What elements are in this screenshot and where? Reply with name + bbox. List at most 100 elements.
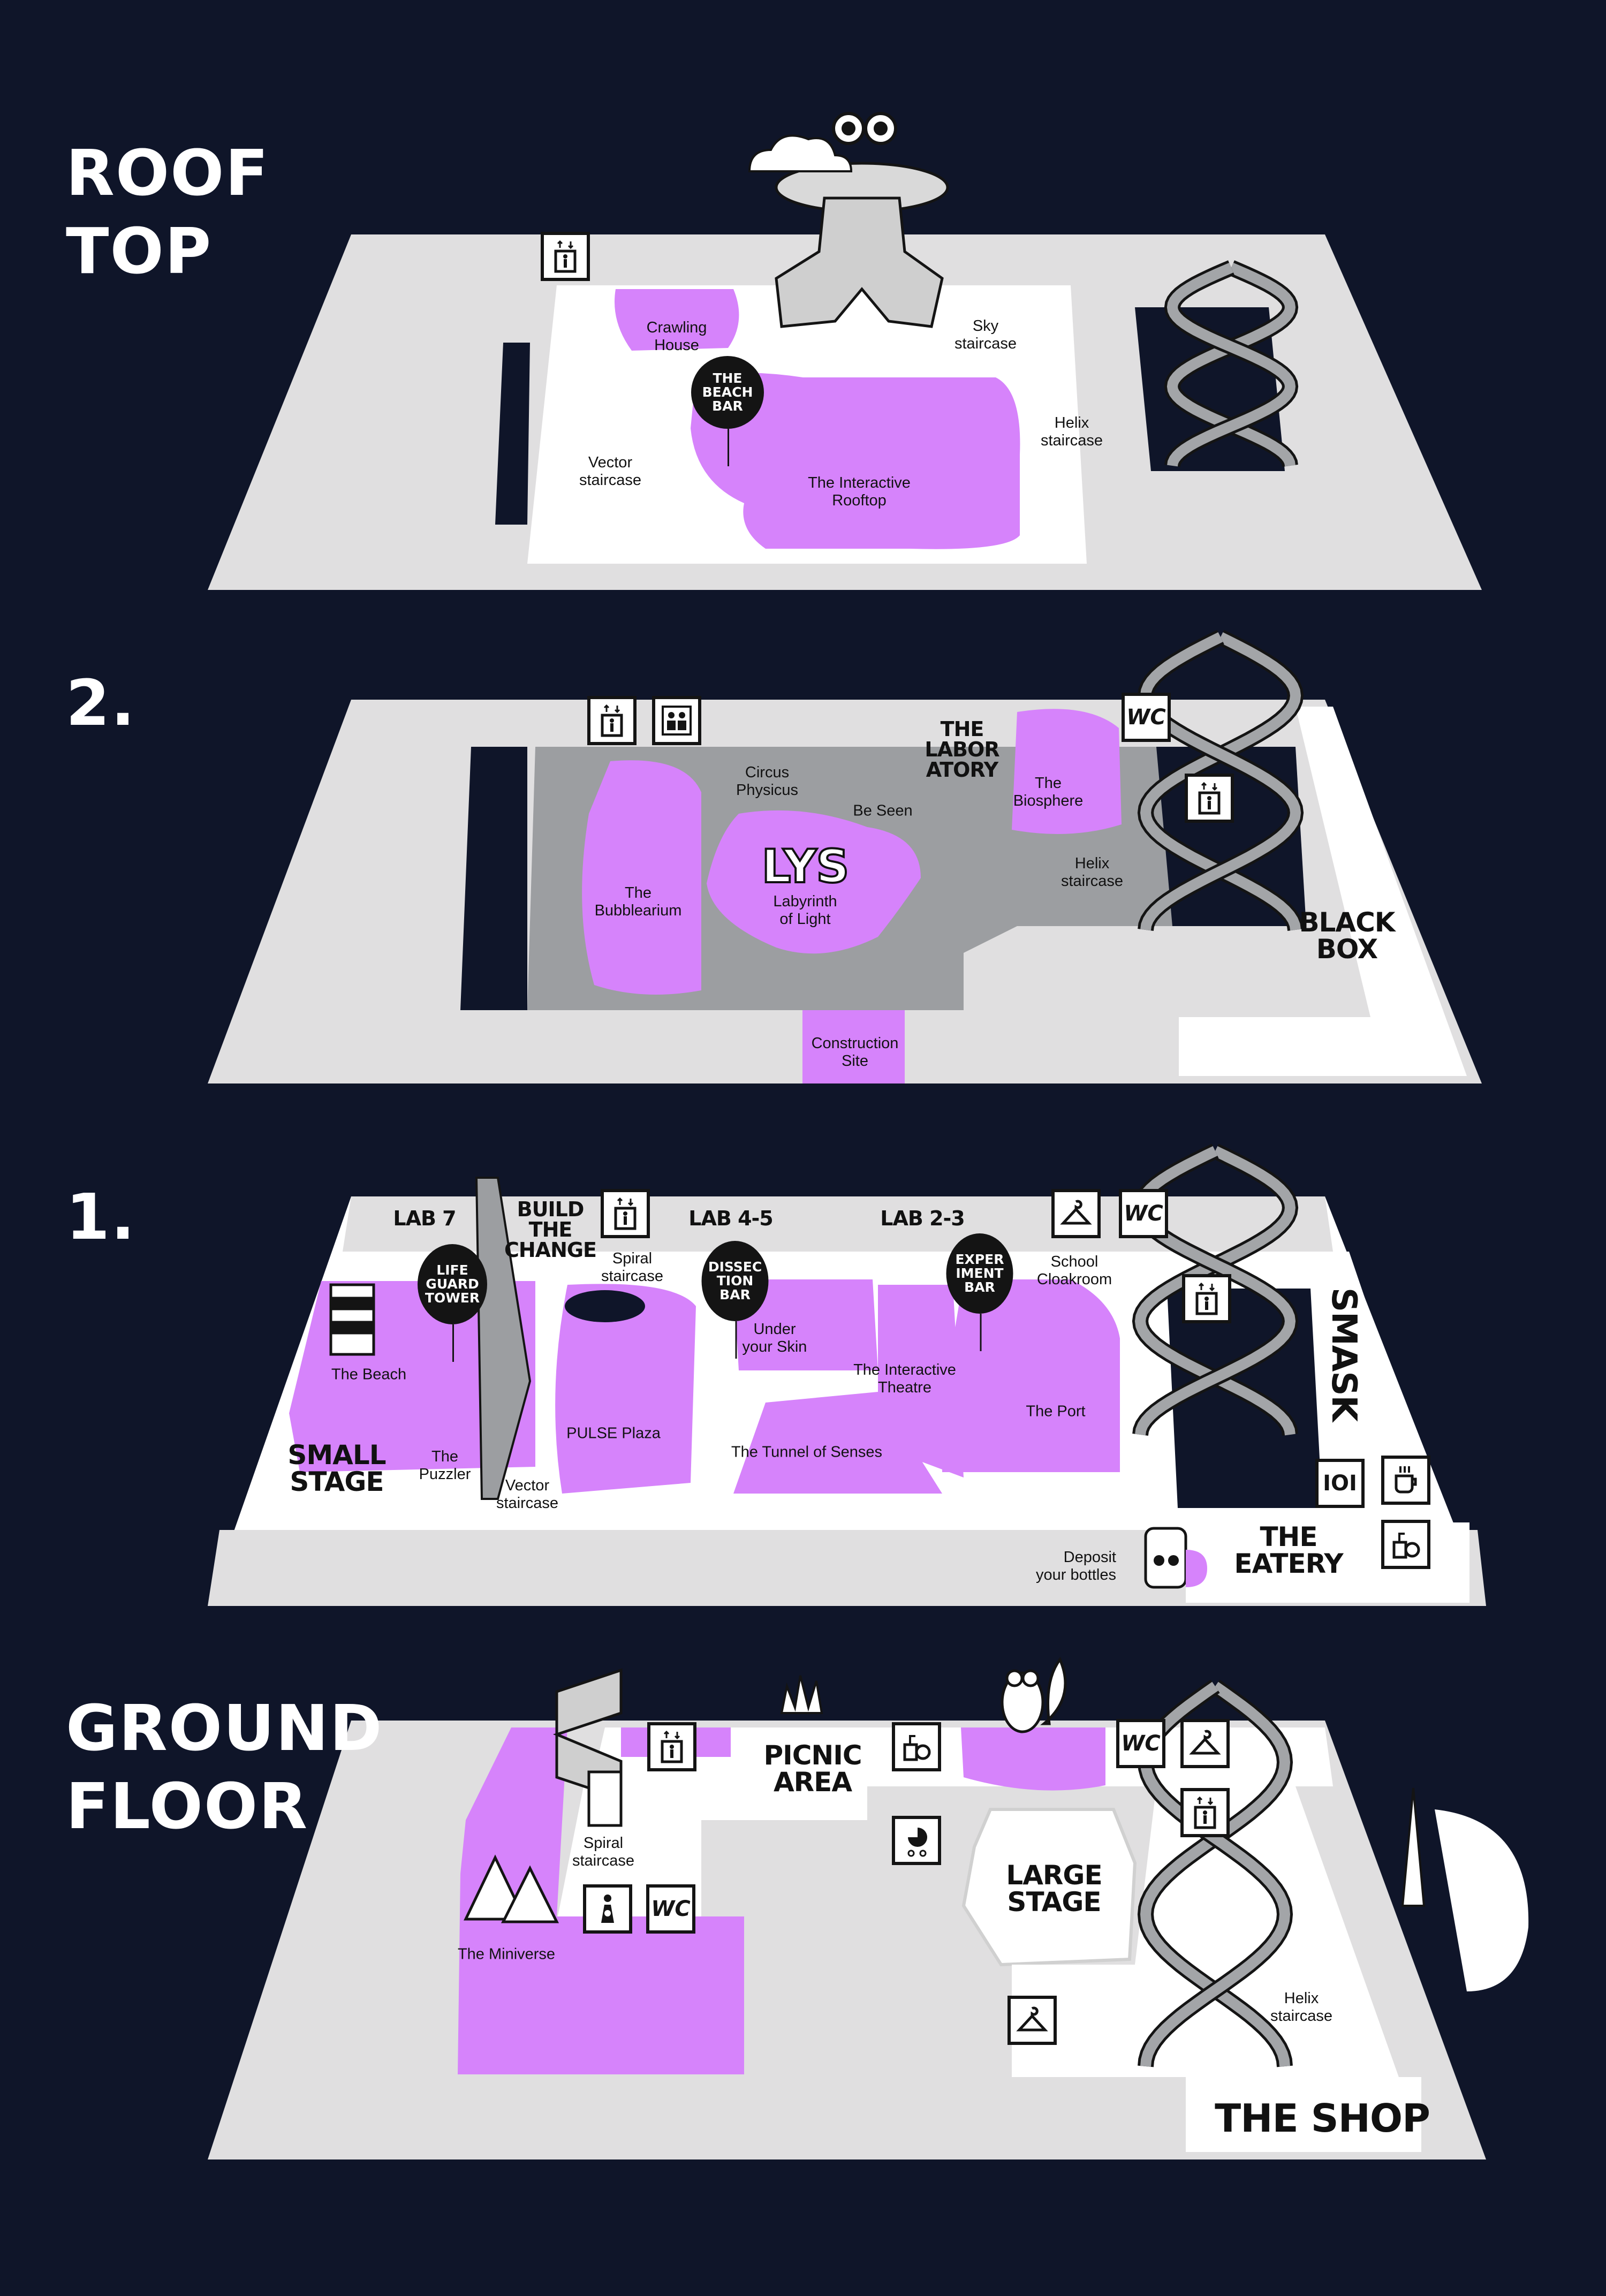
crawling-house-zone: [615, 289, 739, 351]
large-stage-area: [961, 1808, 1137, 1967]
the-beach-label[interactable]: The Beach: [331, 1366, 407, 1383]
the-puzzler-label[interactable]: The Puzzler: [419, 1448, 471, 1483]
helix-staircase-label: Helix staircase: [1270, 1990, 1333, 2025]
recycling-bin-icon[interactable]: [892, 1722, 941, 1771]
floor-ground: [208, 1657, 1529, 2159]
wc-icon[interactable]: WC: [1122, 693, 1171, 742]
pulse-plaza-label[interactable]: PULSE Plaza: [566, 1424, 661, 1442]
helix-staircase-ramp: [1134, 1146, 1296, 1436]
shop-spire-icon: [1401, 1787, 1426, 1907]
elevator-icon[interactable]: [541, 232, 590, 281]
sky-staircase-icon: [775, 196, 944, 328]
spiral-staircase-ground: [552, 1668, 623, 1827]
labyrinth-label[interactable]: Labyrinth of Light: [773, 893, 837, 928]
floor-roof: [208, 112, 1482, 590]
miniverse-label[interactable]: The Miniverse: [457, 1945, 556, 1963]
helix-staircase-ramp: [1140, 632, 1301, 931]
ground-title: GROUND FLOOR: [66, 1691, 383, 1843]
vector-staircase-label: Vector staircase: [496, 1477, 559, 1512]
elevator-icon[interactable]: [1182, 1274, 1231, 1323]
helix-staircases: [1132, 260, 1304, 2067]
roof-title: ROOF TOP: [66, 136, 270, 288]
elevator-icon[interactable]: [587, 696, 637, 745]
lab23-label[interactable]: LAB 2-3: [880, 1207, 965, 1230]
interactive-rooftop-label[interactable]: The Interactive Rooftop: [808, 474, 911, 509]
floor1-smask-strip: [1310, 1252, 1419, 1456]
bottle-can-icon: [1144, 1527, 1187, 1589]
laboratory-label: THE LABOR ATORY: [925, 717, 999, 782]
the-shop-band: [1186, 2077, 1421, 2152]
the-port-label[interactable]: The Port: [1026, 1403, 1086, 1420]
floor2-white-corner: [964, 926, 1179, 1010]
crawling-house-label[interactable]: Crawling House: [646, 319, 707, 354]
mountain-icon: [464, 1854, 559, 1923]
tunnel-of-senses-label[interactable]: The Tunnel of Senses: [731, 1443, 883, 1461]
elevator-icon[interactable]: [1185, 774, 1234, 823]
cloakroom-hanger-icon[interactable]: [1180, 1719, 1230, 1768]
experiment-bar-badge[interactable]: EXPER IMENT BAR: [946, 1233, 1013, 1351]
biosphere-zone: [1012, 709, 1122, 834]
coffee-cup-icon[interactable]: [1381, 1456, 1430, 1505]
cloud-icon: [748, 134, 853, 172]
black-box-area: [1179, 707, 1467, 1076]
elevator-icon[interactable]: [601, 1189, 650, 1238]
picnic-area-label[interactable]: PICNIC AREA: [763, 1740, 862, 1798]
recycling-bin-icon[interactable]: [1381, 1520, 1430, 1569]
be-seen-label[interactable]: Be Seen: [853, 802, 913, 820]
binoculars-icon: [832, 112, 897, 145]
biosphere-label[interactable]: The Biosphere: [1013, 775, 1084, 809]
deposit-bottles-label: Deposit your bottles: [1036, 1549, 1116, 1583]
deposit-zone: [1186, 1550, 1207, 1587]
helix-staircase-ramp: [1166, 262, 1296, 467]
black-box-label[interactable]: BLACK BOX: [1299, 907, 1395, 965]
cloakroom-hanger-icon[interactable]: [1007, 1996, 1057, 2045]
under-your-skin-label[interactable]: Under your Skin: [742, 1321, 807, 1355]
build-the-change-label[interactable]: BUILD THE CHANGE: [504, 1198, 597, 1262]
floor2-left-void: [460, 747, 527, 1010]
lifeguard-tower-badge[interactable]: LIFE GUARD TOWER: [418, 1244, 487, 1362]
group-room-icon[interactable]: [652, 696, 701, 745]
floor2-title: 2.: [66, 666, 136, 740]
floor1-title: 1.: [66, 1180, 136, 1254]
the-shop-label[interactable]: THE SHOP: [1215, 2096, 1430, 2141]
cloakroom-hanger-icon[interactable]: [1051, 1189, 1101, 1238]
wc-icon[interactable]: WC: [1116, 1719, 1165, 1768]
smask-label[interactable]: SMASK: [1324, 1287, 1363, 1421]
bubblearium-label[interactable]: The Bubblearium: [594, 884, 682, 919]
interactive-theatre-label[interactable]: The Interactive Theatre: [853, 1361, 956, 1396]
helix-staircase-ramp: [1166, 262, 1296, 467]
spiral-staircase-void: [565, 1290, 645, 1322]
floor-2: [208, 700, 1482, 1083]
helix-staircase-ramp: [1140, 1681, 1291, 2067]
small-stage-label[interactable]: SMALL STAGE: [287, 1439, 386, 1497]
sky-staircase-label: Sky staircase: [954, 317, 1017, 352]
eatery-label[interactable]: THE EATERY: [1234, 1521, 1343, 1579]
stroller-parking-icon[interactable]: [892, 1816, 941, 1865]
lab7-label[interactable]: LAB 7: [393, 1207, 456, 1230]
beach-bar-badge[interactable]: THE BEACH BAR: [691, 356, 764, 466]
interactive-rooftop-zone: [691, 373, 1020, 549]
dissection-bar-badge[interactable]: DISSEC TION BAR: [701, 1241, 769, 1359]
wc-icon[interactable]: WC: [1119, 1189, 1168, 1238]
elevator-icon[interactable]: [1180, 1788, 1230, 1837]
wc-icon[interactable]: WC: [646, 1884, 695, 1934]
grass-icon: [780, 1675, 823, 1714]
menu-icon[interactable]: IOI: [1315, 1459, 1365, 1508]
elevator-icon[interactable]: [647, 1722, 696, 1771]
nursing-room-icon[interactable]: [583, 1884, 632, 1934]
shop-area: [1012, 1786, 1403, 2147]
squirrel-icon: [1001, 1657, 1067, 1733]
circus-physicus-label[interactable]: Circus Physicus: [736, 764, 799, 799]
large-stage-label[interactable]: LARGE STAGE: [1006, 1860, 1102, 1918]
construction-site-label[interactable]: Construction Site: [811, 1035, 899, 1070]
miniverse-zone: [458, 1727, 744, 2074]
cat-zone: [961, 1727, 1105, 1791]
school-cloakroom-label[interactable]: School Cloakroom: [1036, 1253, 1112, 1288]
vector-staircase-ramp: [475, 1177, 532, 1500]
labyrinth-zone: [707, 810, 921, 954]
shop-building-icon: [1435, 1809, 1529, 1991]
helix-staircase-label: Helix staircase: [1060, 855, 1124, 890]
vector-staircase-label: Vector staircase: [579, 454, 642, 489]
lab45-label[interactable]: LAB 4-5: [688, 1207, 773, 1230]
